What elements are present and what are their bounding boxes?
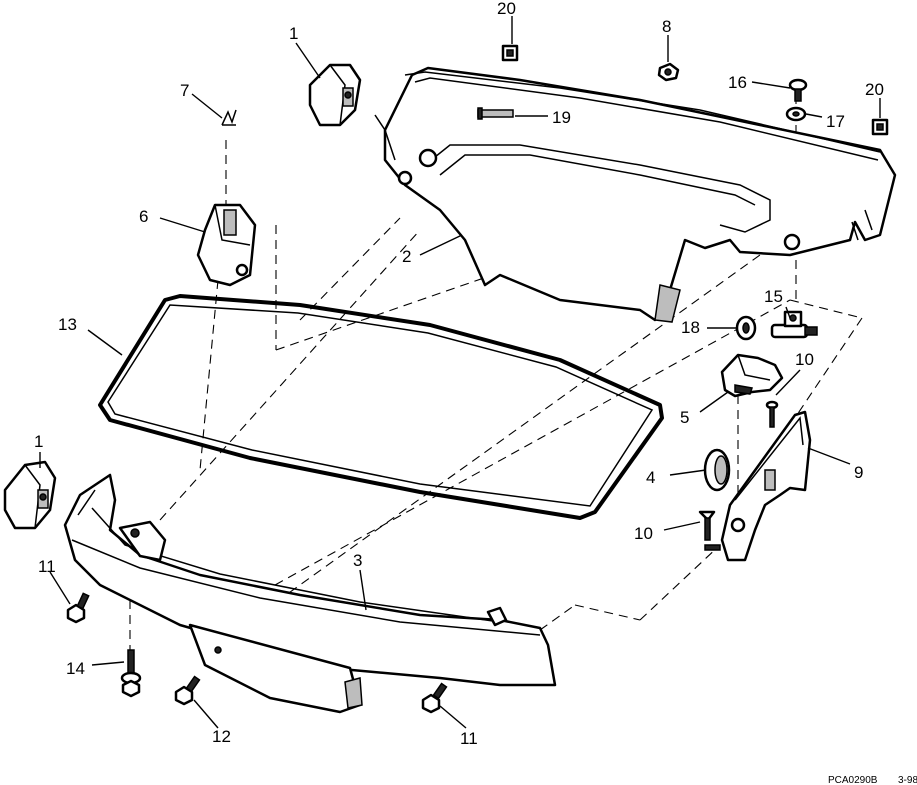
screw-10-lower bbox=[698, 510, 716, 541]
grommet-4 bbox=[703, 448, 731, 492]
screw-16 bbox=[788, 78, 808, 102]
latch-bracket-6 bbox=[196, 203, 257, 287]
callout-17: 17 bbox=[826, 112, 845, 131]
upper-cowl bbox=[374, 66, 897, 323]
clip-nut-20-right bbox=[871, 118, 889, 136]
callout-16: 16 bbox=[728, 73, 747, 92]
callout-numbers: 1 1 2 3 4 5 6 7 8 9 10 10 11 11 12 13 14… bbox=[34, 0, 884, 748]
callout-5: 5 bbox=[680, 408, 689, 427]
bracket-1-top bbox=[308, 63, 362, 127]
callout-4: 4 bbox=[646, 468, 655, 487]
clip-7 bbox=[221, 109, 237, 126]
screw-19 bbox=[477, 107, 514, 120]
callout-6: 6 bbox=[139, 207, 148, 226]
washer-17 bbox=[785, 106, 807, 122]
callout-13: 13 bbox=[58, 315, 77, 334]
figure-date: 3-98 bbox=[898, 775, 917, 785]
callout-8: 8 bbox=[662, 17, 671, 36]
clip-nut-20-left bbox=[501, 44, 519, 62]
leader-lines bbox=[39, 16, 881, 729]
callout-20-top: 20 bbox=[497, 0, 516, 18]
bolt-11-left bbox=[66, 592, 90, 624]
nut-8 bbox=[657, 62, 680, 82]
callout-10-lower: 10 bbox=[634, 524, 653, 543]
callout-9: 9 bbox=[854, 463, 863, 482]
callout-2: 2 bbox=[402, 247, 411, 266]
seal-gasket-13 bbox=[98, 294, 664, 520]
lower-cowl bbox=[63, 473, 557, 714]
figure-code: PCA0290B bbox=[828, 775, 878, 785]
side-rail-9 bbox=[704, 410, 812, 562]
screw-10-upper bbox=[765, 400, 779, 428]
callout-15: 15 bbox=[764, 287, 783, 306]
washer-18 bbox=[735, 315, 757, 341]
callout-11-left: 11 bbox=[38, 557, 56, 576]
callout-12: 12 bbox=[212, 727, 231, 746]
bolt-11-right bbox=[421, 682, 448, 714]
figure-reference: PCA0290B 3-98 bbox=[828, 775, 917, 785]
callout-7: 7 bbox=[180, 81, 189, 100]
nut-12 bbox=[174, 675, 201, 706]
latch-cover-5 bbox=[720, 353, 784, 398]
callout-11-right: 11 bbox=[460, 729, 478, 748]
callout-14: 14 bbox=[66, 659, 85, 678]
callout-18: 18 bbox=[681, 318, 700, 337]
bracket-1-bottom bbox=[3, 460, 57, 530]
callout-20-right: 20 bbox=[865, 80, 884, 99]
callout-3: 3 bbox=[353, 551, 362, 570]
callout-19: 19 bbox=[552, 108, 571, 127]
latch-pin-15 bbox=[770, 310, 818, 339]
callout-1-top: 1 bbox=[289, 24, 298, 43]
callout-1-bottom: 1 bbox=[34, 432, 43, 451]
stud-14 bbox=[120, 649, 142, 698]
callout-10-upper: 10 bbox=[795, 350, 814, 369]
